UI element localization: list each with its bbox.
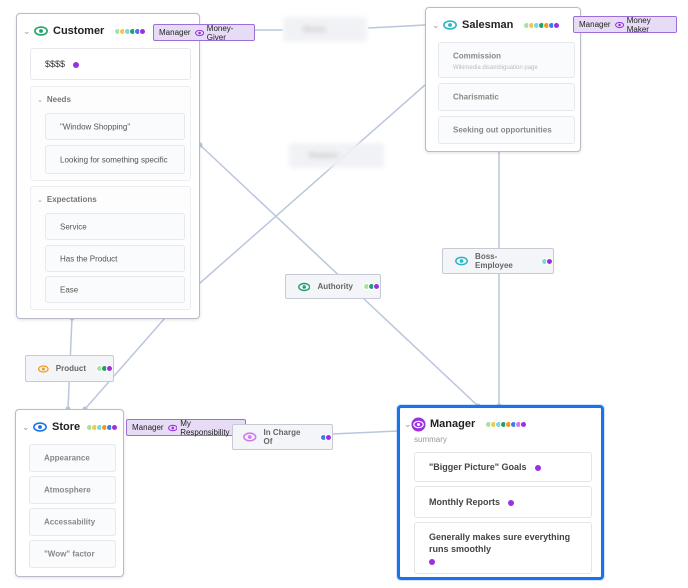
salesman-node[interactable]: ⌄ Salesman Commission Wikimedia disambig…: [425, 7, 581, 152]
commission-subtitle: Wikimedia disambiguation page: [453, 65, 538, 71]
customer-header[interactable]: ⌄ Customer: [23, 22, 147, 40]
needs-title: Needs: [46, 95, 71, 104]
salesman-role-tag[interactable]: Manager Money Maker: [573, 16, 677, 34]
list-item[interactable]: Seeking out opportunities: [438, 116, 575, 144]
commission-row[interactable]: Commission Wikimedia disambiguation page: [438, 42, 575, 78]
purple-dot: [534, 464, 541, 471]
chevron-down-icon[interactable]: ⌄: [37, 197, 43, 204]
eye-icon: [38, 364, 49, 373]
palette-dots: [86, 423, 119, 431]
customer-node[interactable]: ⌄ Customer $$$$ ⌄Needs "Window Shopping"…: [16, 13, 200, 319]
list-item[interactable]: "Bigger Picture" Goals: [414, 452, 592, 482]
eye-icon[interactable]: [33, 420, 47, 434]
eye-icon[interactable]: [34, 24, 48, 38]
edge-store-manager[interactable]: [331, 430, 400, 435]
manager-header[interactable]: ⌄ Manager: [404, 415, 528, 433]
list-item[interactable]: Charismatic: [438, 83, 575, 111]
eye-icon: [167, 424, 178, 431]
store-role-tag[interactable]: Manager My Responsibility: [126, 419, 246, 437]
list-item[interactable]: Ease: [45, 276, 185, 303]
eye-icon: [194, 29, 204, 36]
eye-icon: [614, 21, 624, 28]
edge-label-boss-employee[interactable]: Boss-Employee: [442, 248, 554, 274]
eye-icon: [243, 432, 257, 442]
ghost-edge-label-middle: Relation: [289, 143, 384, 168]
chevron-down-icon[interactable]: ⌄: [37, 97, 43, 104]
expectations-group[interactable]: ⌄Expectations Service Has the Product Ea…: [30, 186, 191, 310]
list-item[interactable]: Atmosphere: [29, 476, 116, 504]
eye-icon: [455, 256, 468, 266]
palette-dots: [523, 21, 561, 29]
purple-dot: [429, 558, 435, 565]
manager-node[interactable]: ⌄ Manager summary "Bigger Picture" Goals…: [397, 405, 604, 580]
edge-salesman-store[interactable]: [199, 84, 426, 284]
edge-label-authority[interactable]: Authority: [285, 274, 381, 299]
store-title: Store: [52, 421, 81, 433]
list-item[interactable]: "Window Shopping": [45, 113, 185, 140]
edge-label-product[interactable]: Product: [25, 355, 114, 382]
list-item[interactable]: Monthly Reports: [414, 486, 592, 518]
eye-icon[interactable]: [411, 416, 426, 432]
customer-price-row[interactable]: $$$$: [30, 48, 191, 80]
palette-dots: [114, 27, 147, 35]
customer-title: Customer: [53, 25, 105, 37]
customer-role-tag[interactable]: Manager Money-Giver: [153, 24, 255, 42]
expectations-title: Expectations: [46, 195, 97, 204]
salesman-title: Salesman: [462, 19, 514, 31]
price-text: $$$$: [45, 59, 66, 69]
palette-dots: [485, 420, 528, 428]
chevron-down-icon[interactable]: ⌄: [23, 26, 31, 36]
ghost-edge-label-top: Works: [283, 17, 367, 42]
chevron-down-icon[interactable]: ⌄: [404, 419, 412, 429]
needs-group[interactable]: ⌄Needs "Window Shopping" Looking for som…: [30, 86, 191, 181]
list-item[interactable]: Has the Product: [45, 245, 185, 272]
salesman-header[interactable]: ⌄ Salesman: [432, 16, 561, 34]
eye-icon[interactable]: [443, 18, 457, 32]
manager-title: Manager: [430, 418, 476, 430]
purple-dot: [508, 499, 514, 506]
eye-icon: [298, 282, 311, 291]
edge-label-in-charge-of[interactable]: In Charge Of: [232, 424, 333, 450]
store-header[interactable]: ⌄ Store: [22, 418, 119, 436]
list-item[interactable]: Service: [45, 213, 185, 240]
list-item[interactable]: Looking for something specific: [45, 145, 185, 174]
store-node[interactable]: ⌄ Store Appearance Atmosphere Accessabil…: [15, 409, 124, 577]
chevron-down-icon[interactable]: ⌄: [432, 20, 440, 30]
manager-summary[interactable]: summary: [414, 435, 447, 444]
list-item[interactable]: "Wow" factor: [29, 540, 116, 568]
chevron-down-icon[interactable]: ⌄: [22, 422, 30, 432]
list-item[interactable]: Accessability: [29, 508, 116, 536]
list-item[interactable]: Appearance: [29, 444, 116, 472]
purple-dot: [73, 61, 80, 68]
list-item[interactable]: Generally makes sure everything runs smo…: [414, 522, 592, 574]
